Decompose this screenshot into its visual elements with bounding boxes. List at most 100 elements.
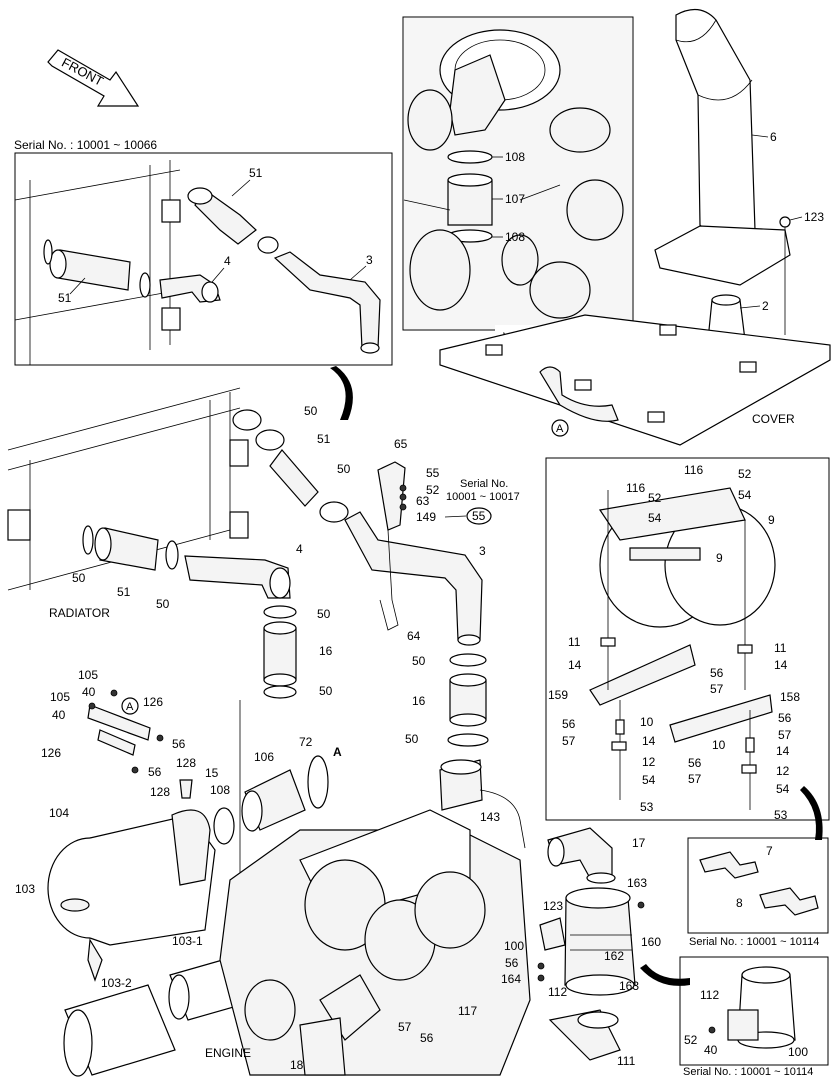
callout-104: 104 — [49, 806, 69, 820]
callout-14: 14 — [568, 658, 582, 672]
callout-52: 52 — [684, 1033, 698, 1047]
callout-51: 51 — [249, 166, 263, 180]
callout-123: 123 — [804, 210, 824, 224]
serial-callout-circle — [466, 507, 492, 525]
callout-50: 50 — [412, 654, 426, 668]
callout-51: 51 — [317, 432, 331, 446]
reference-a-marker — [121, 697, 139, 715]
silencer-detail-box — [679, 956, 829, 1066]
callout-112: 112 — [700, 988, 719, 1002]
reference-a-label: A — [126, 701, 134, 713]
callout-54: 54 — [642, 773, 656, 787]
callout-105: 105 — [78, 668, 98, 682]
reference-a-label: A — [556, 423, 564, 435]
callout-105: 105 — [50, 690, 70, 704]
callout-56: 56 — [420, 1031, 434, 1045]
callout-14: 14 — [642, 734, 656, 748]
callout-51: 51 — [117, 585, 131, 599]
radiator-frame — [7, 387, 249, 591]
callout-126: 126 — [41, 746, 61, 760]
callout-56: 56 — [148, 765, 162, 779]
pipe-3-inset — [273, 251, 381, 354]
callout-57: 57 — [710, 682, 724, 696]
bracket-rings — [598, 487, 776, 628]
callout-163: 163 — [627, 876, 647, 890]
callout-55: 55 — [426, 466, 440, 480]
pointer-arc — [640, 964, 690, 986]
callout-111: 111 — [617, 1054, 636, 1068]
callout-112: 112 — [548, 985, 567, 999]
callout-40: 40 — [52, 708, 66, 722]
radiator-frame-inset — [14, 160, 181, 365]
callout-3: 3 — [366, 253, 373, 267]
callout-103: 103 — [15, 882, 35, 896]
callout-53: 53 — [640, 800, 654, 814]
callout-50: 50 — [72, 571, 86, 585]
callout-54: 54 — [738, 488, 752, 502]
callout-17: 17 — [632, 836, 646, 850]
callout-128: 128 — [176, 756, 196, 770]
callout-57: 57 — [398, 1020, 412, 1034]
callout-64: 64 — [407, 629, 421, 643]
callout-100: 100 — [788, 1045, 808, 1059]
callout-143: 143 — [480, 810, 500, 824]
callout-158: 158 — [780, 690, 800, 704]
callout-72: 72 — [299, 735, 313, 749]
callout-50: 50 — [317, 607, 331, 621]
bracket-7-8-box — [687, 837, 829, 934]
engine-label: ENGINE — [205, 1046, 251, 1060]
callout-108: 108 — [505, 150, 525, 164]
air-cleaner-103 — [47, 809, 216, 982]
callout-51: 51 — [58, 291, 72, 305]
callout-55: 55 — [472, 509, 486, 523]
bracket-7 — [699, 851, 759, 879]
callout-103-1: 103-1 — [172, 934, 203, 948]
callout-57: 57 — [562, 734, 576, 748]
serial-label-silencer: Serial No. : 10001 ~ 10114 — [683, 1066, 813, 1078]
callout-52: 52 — [426, 483, 440, 497]
callout-56: 56 — [710, 666, 724, 680]
callout-16: 16 — [319, 644, 333, 658]
callout-108: 108 — [210, 783, 230, 797]
callout-56: 56 — [688, 756, 702, 770]
serial-55-label-1: Serial No. — [460, 478, 508, 490]
callout-57: 57 — [778, 728, 792, 742]
callout-10: 10 — [712, 738, 726, 752]
hose-106-72 — [213, 700, 329, 880]
bracket-159-158 — [589, 490, 773, 810]
radiator-label: RADIATOR — [49, 606, 110, 620]
callout-18: 18 — [290, 1058, 304, 1072]
callout-50: 50 — [319, 684, 333, 698]
callout-11: 11 — [774, 641, 787, 655]
lower-callouts: 105 40 105 40 126 126 56 128 56 128 15 1… — [15, 668, 661, 1072]
callout-149: 149 — [416, 510, 436, 524]
bracket-8 — [759, 887, 819, 916]
callout-50: 50 — [304, 404, 318, 418]
hose-51-inset — [43, 187, 279, 298]
silencer-112-detail — [708, 966, 796, 1049]
callout-50: 50 — [156, 597, 170, 611]
callout-4: 4 — [224, 254, 231, 268]
callout-63: 63 — [416, 494, 430, 508]
callout-106: 106 — [254, 750, 274, 764]
callout-40: 40 — [82, 685, 96, 699]
front-arrow: FRONT — [47, 49, 140, 107]
callout-56: 56 — [172, 737, 186, 751]
callout-116: 116 — [626, 481, 645, 495]
callout-6: 6 — [770, 130, 777, 144]
callout-10: 10 — [640, 715, 654, 729]
callout-7: 7 — [766, 844, 773, 858]
callout-15: 15 — [205, 766, 219, 780]
callout-12: 12 — [776, 764, 790, 778]
callout-14: 14 — [774, 658, 788, 672]
exhaust-stack — [654, 9, 791, 347]
bracket-detail-box — [545, 457, 830, 821]
callout-159: 159 — [548, 688, 568, 702]
elbow-17 — [547, 827, 616, 884]
callout-54: 54 — [648, 511, 662, 525]
serial-label-bracket: Serial No. : 10001 ~ 10114 — [689, 936, 819, 948]
callout-160: 160 — [641, 935, 661, 949]
air-cleaner-brackets — [87, 689, 193, 799]
